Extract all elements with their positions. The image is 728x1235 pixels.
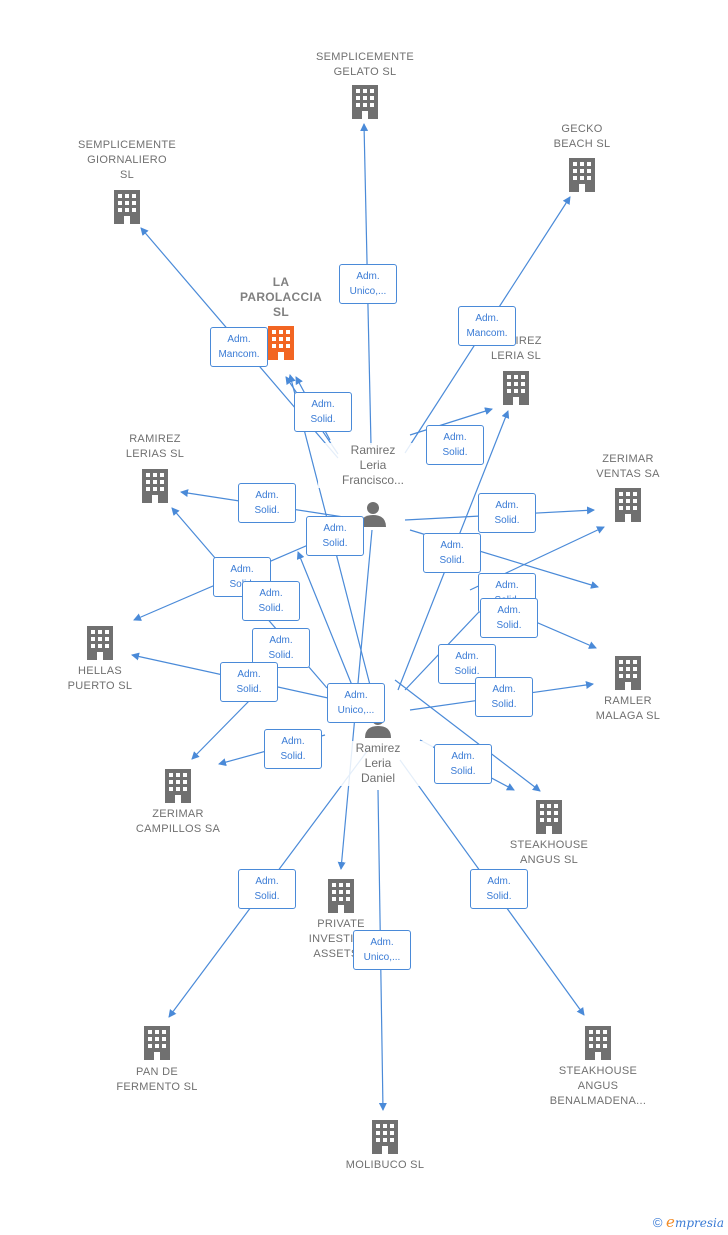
role-badge[interactable]: Adm. Unico,... [339, 264, 397, 304]
company-label-hellas-puerto-sl[interactable]: HELLAS PUERTO SL [67, 665, 133, 692]
company-label-semplicemente-giornaliero-sl[interactable]: SEMPLICEMENTE GIORNALIERO SL [77, 139, 177, 181]
building-icon[interactable] [615, 488, 641, 522]
building-icon[interactable] [536, 800, 562, 834]
role-badge[interactable]: Adm. Solid. [475, 677, 533, 717]
company-label-semplicemente-gelato-sl[interactable]: SEMPLICEMENTE GELATO SL [315, 51, 415, 78]
person-label-ramirez-leria-daniel[interactable]: Ramirez Leria Daniel [323, 741, 433, 786]
building-icon[interactable] [87, 626, 113, 660]
role-badge[interactable]: Adm. Solid. [478, 493, 536, 533]
building-icon[interactable] [328, 879, 354, 913]
company-label-pan-de-fermento-sl[interactable]: PAN DE FERMENTO SL [116, 1066, 198, 1093]
building-icon[interactable] [268, 326, 294, 360]
person-label-ramirez-leria-francisco[interactable]: Ramirez Leria Francisco... [318, 443, 428, 488]
company-label-ramler-malaga-sl[interactable]: RAMLER MALAGA SL [595, 695, 661, 722]
role-badge[interactable]: Adm. Solid. [423, 533, 481, 573]
company-label-steakhouse-angus-sl[interactable]: STEAKHOUSE ANGUS SL [509, 839, 589, 866]
company-label-zerimar-campillos-sa[interactable]: ZERIMAR CAMPILLOS SA [135, 808, 221, 835]
role-badge[interactable]: Adm. Solid. [252, 628, 310, 668]
role-badge[interactable]: Adm. Solid. [306, 516, 364, 556]
company-label-steakhouse-angus-benalmadena[interactable]: STEAKHOUSE ANGUS BENALMADENA... [549, 1065, 647, 1107]
role-badge[interactable]: Adm. Solid. [220, 662, 278, 702]
role-badge[interactable]: Adm. Solid. [242, 581, 300, 621]
relationship-edge [394, 679, 541, 792]
company-label-zerimar-ventas-sa[interactable]: ZERIMAR VENTAS SA [596, 453, 660, 480]
relationship-edge [409, 407, 493, 436]
footer: © empresia [653, 1213, 724, 1231]
role-badge[interactable]: Adm. Solid. [470, 869, 528, 909]
company-label-la-parolaccia-sl[interactable]: LA PAROLACCIA SL [239, 275, 323, 319]
role-badge[interactable]: Adm. Solid. [434, 744, 492, 784]
building-icon[interactable] [352, 85, 378, 119]
building-icon[interactable] [114, 190, 140, 224]
role-badge[interactable]: Adm. Solid. [264, 729, 322, 769]
company-label-molibuco-sl[interactable]: MOLIBUCO SL [345, 1159, 425, 1171]
building-icon[interactable] [569, 158, 595, 192]
role-badge[interactable]: Adm. Solid. [238, 869, 296, 909]
role-badge[interactable]: Adm. Unico,... [353, 930, 411, 970]
building-icon[interactable] [503, 371, 529, 405]
role-badge[interactable]: Adm. Mancom. [458, 306, 516, 346]
company-label-private-investment-assets[interactable]: PRIVATE INVESTIM... ASSETS... [308, 918, 374, 960]
company-label-ramirez-lerias-sl[interactable]: RAMIREZ LERIAS SL [125, 433, 185, 460]
company-label-gecko-beach-sl[interactable]: GECKO BEACH SL [553, 123, 611, 150]
role-badge[interactable]: Adm. Mancom. [210, 327, 268, 367]
building-icon[interactable] [142, 469, 168, 503]
copyright-symbol: © [652, 1215, 663, 1230]
role-badge[interactable]: Adm. Solid. [294, 392, 352, 432]
role-badge[interactable]: Adm. Solid. [238, 483, 296, 523]
relationship-edge [191, 699, 251, 760]
role-badge[interactable]: Adm. Unico,... [327, 683, 385, 723]
building-icon[interactable] [585, 1026, 611, 1060]
building-icon[interactable] [372, 1120, 398, 1154]
relationship-edge [296, 551, 361, 706]
building-icon[interactable] [615, 656, 641, 690]
role-badge[interactable]: Adm. Solid. [480, 598, 538, 638]
building-icon[interactable] [144, 1026, 170, 1060]
brand-logo[interactable]: empresia [666, 1213, 724, 1231]
building-icon[interactable] [165, 769, 191, 803]
role-badge[interactable]: Adm. Solid. [426, 425, 484, 465]
